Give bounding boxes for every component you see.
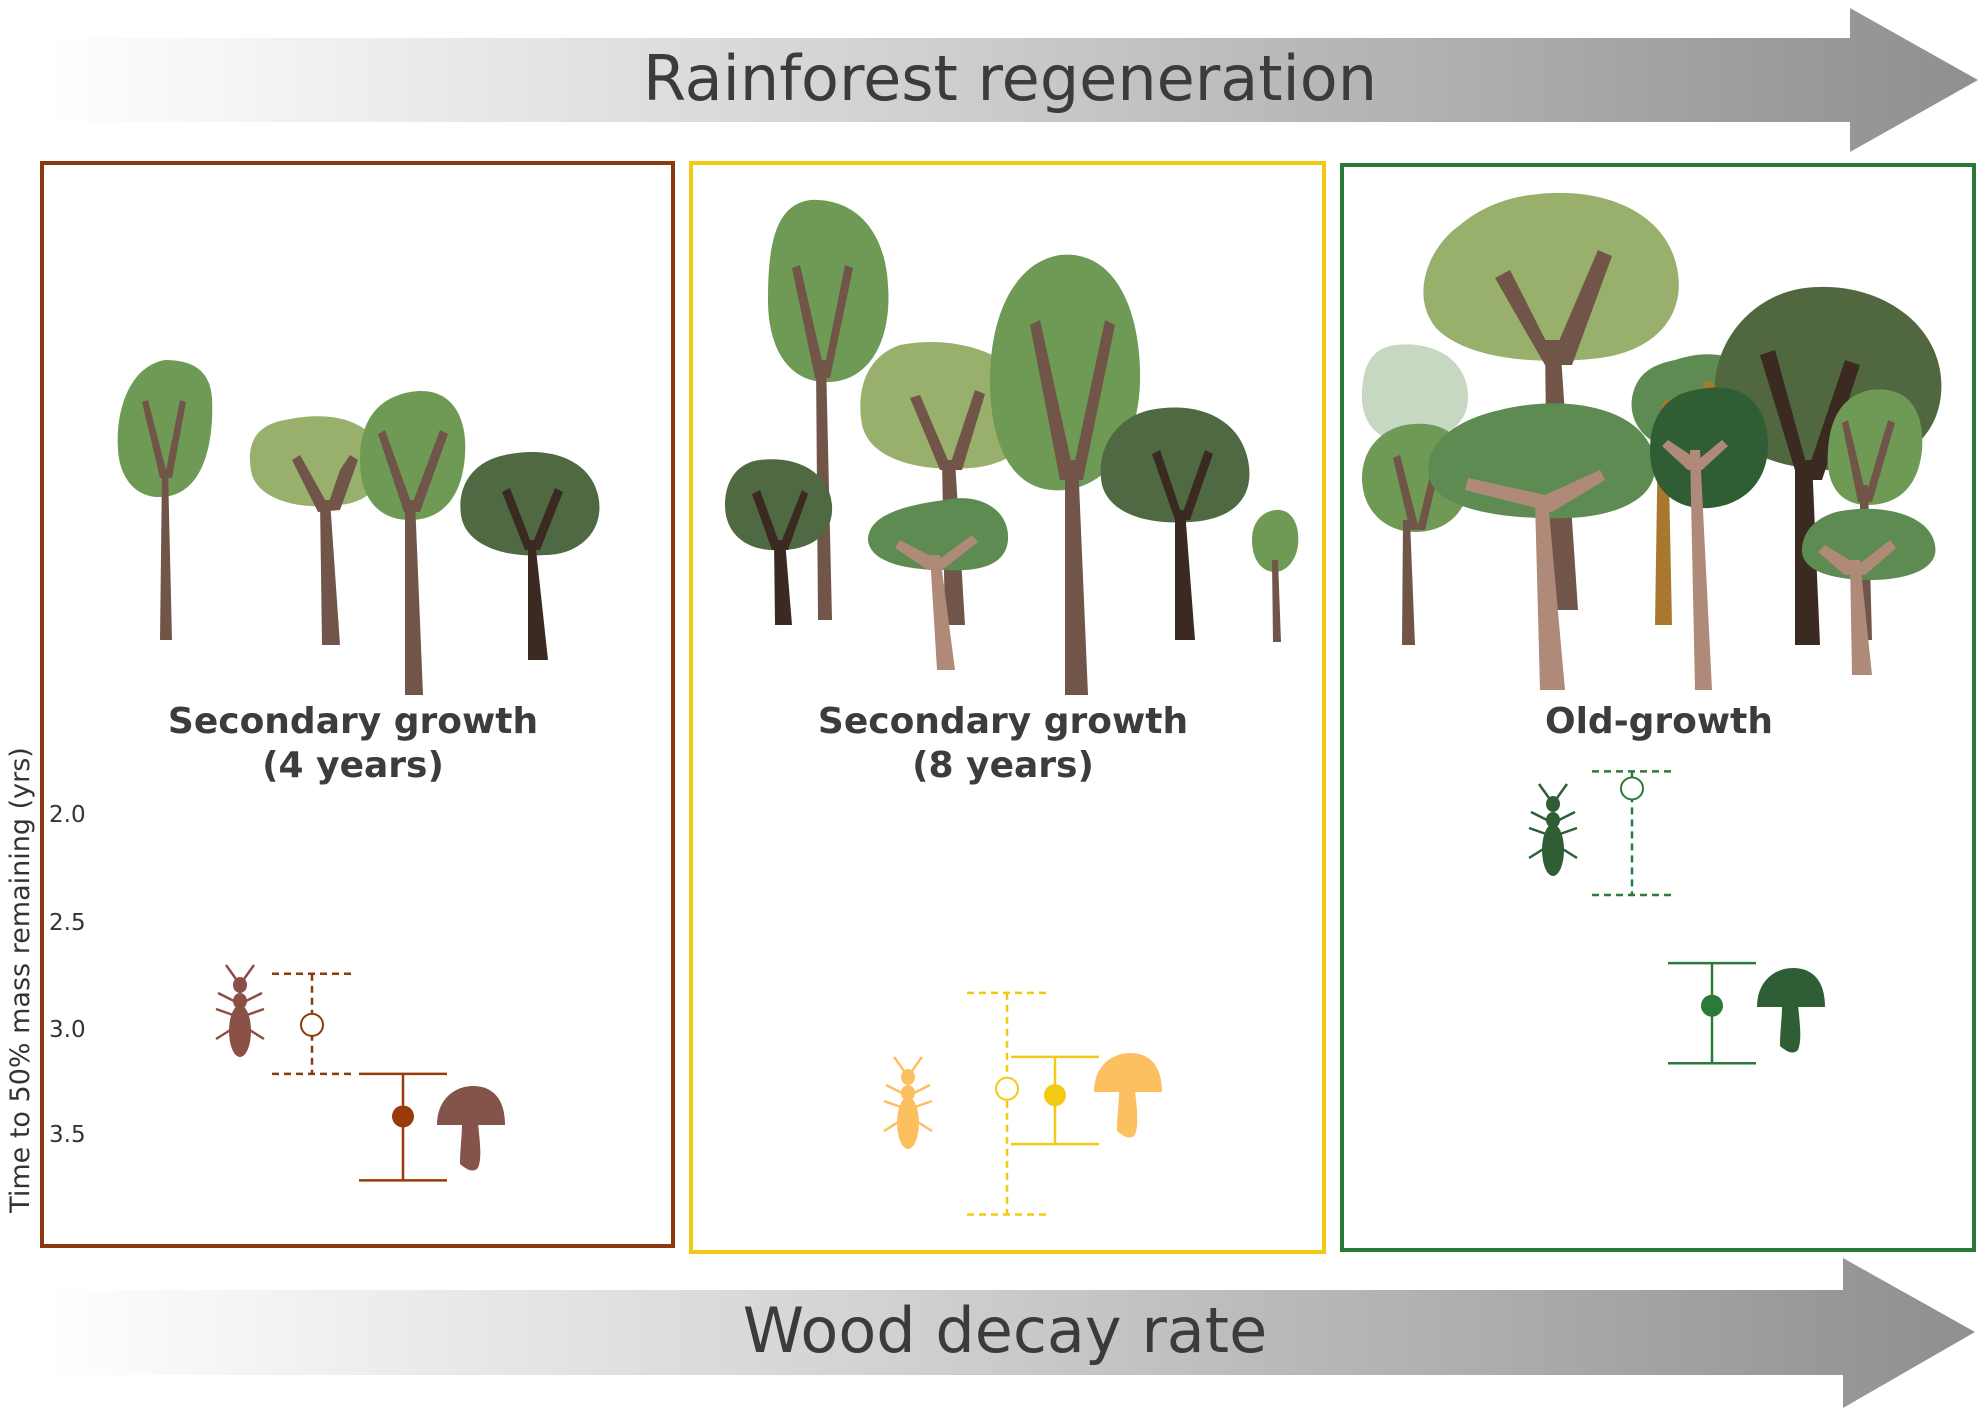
mushroom-shape	[437, 1086, 505, 1171]
tree-icon	[249, 416, 383, 645]
tree-icon	[460, 451, 600, 660]
termite-errorbar-secondary-4y	[272, 972, 352, 1076]
trees-secondary-8y	[725, 199, 1299, 695]
tree-icon	[1361, 344, 1469, 440]
tree-icon	[1428, 403, 1656, 690]
tree-icon	[768, 199, 889, 620]
bottom-arrow: Wood decay rate	[45, 1258, 1975, 1408]
fungi-errorbar-old-growth	[1668, 961, 1756, 1065]
termite-icon	[1528, 783, 1578, 876]
mushroom-shape	[1757, 968, 1825, 1053]
tree-icon	[117, 360, 213, 640]
fungi-errorbar-secondary-8y	[1011, 1055, 1099, 1146]
mushroom-shape	[1094, 1053, 1162, 1138]
top-arrow: Rainforest regeneration	[45, 8, 1978, 152]
termite-mean-point	[300, 1012, 324, 1037]
panel-title-secondary-4y-line2: (4 years)	[262, 745, 444, 786]
top-arrow-shape	[45, 8, 1978, 152]
mushroom-icon	[437, 1086, 505, 1171]
y-axis-ticks: 2.0 2.5 3.0 3.5	[49, 802, 86, 1148]
y-tick-label: 3.5	[49, 1122, 86, 1148]
termite-shape	[215, 964, 265, 1057]
panel-title-secondary-8y-line1: Secondary growth	[818, 701, 1188, 742]
termite-shape	[1528, 783, 1578, 876]
fungi-errorbar-secondary-4y	[359, 1072, 447, 1182]
top-arrow-label: Rainforest regeneration	[643, 42, 1377, 115]
bottom-arrow-shape	[45, 1258, 1975, 1408]
termite-icon	[883, 1056, 933, 1149]
tree-icon	[1801, 508, 1936, 675]
trees-old-growth	[1361, 192, 1942, 690]
y-tick-label: 2.5	[49, 910, 86, 936]
termite-errorbar-secondary-8y	[967, 991, 1047, 1216]
panel-frame-secondary-8y	[689, 161, 1326, 1254]
y-tick-label: 3.0	[49, 1017, 86, 1043]
panel-frame-secondary-4y	[40, 161, 675, 1248]
trees-secondary-4y	[117, 360, 600, 695]
termite-mean-point	[995, 1076, 1019, 1101]
y-tick-label: 2.0	[49, 802, 86, 828]
tree-icon	[360, 390, 466, 695]
panel-title-old-growth: Old-growth	[1545, 701, 1773, 742]
mushroom-icon	[1757, 968, 1825, 1053]
termite-shape	[883, 1056, 933, 1149]
termite-icon	[215, 964, 265, 1057]
fungi-mean-point	[1701, 994, 1723, 1017]
tree-icon	[868, 498, 1009, 670]
termite-errorbar-old-growth	[1592, 770, 1672, 897]
tree-icon	[725, 459, 833, 625]
tree-icon	[990, 254, 1141, 695]
mushroom-icon	[1094, 1053, 1162, 1138]
tree-icon	[1252, 509, 1299, 642]
fungi-mean-point	[1044, 1084, 1066, 1107]
tree-icon	[1650, 387, 1769, 690]
termite-mean-point	[1620, 776, 1644, 801]
panel-title-secondary-4y-line1: Secondary growth	[168, 701, 538, 742]
panel-title-secondary-8y-line2: (8 years)	[912, 745, 1094, 786]
fungi-mean-point	[392, 1105, 414, 1128]
bottom-arrow-label: Wood decay rate	[743, 1294, 1268, 1367]
tree-icon	[1100, 407, 1250, 640]
y-axis-title: Time to 50% mass remaining (yrs)	[5, 747, 36, 1214]
panel-frame-old-growth	[1340, 163, 1976, 1252]
